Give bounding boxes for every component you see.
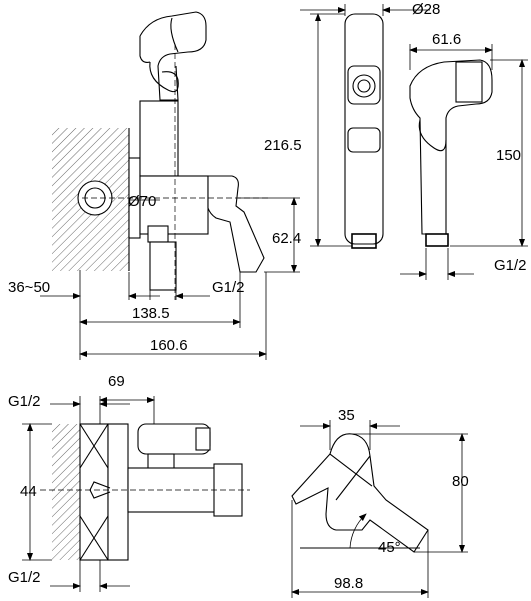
side-view <box>40 423 250 561</box>
label-d70: Ø70 <box>128 193 156 210</box>
label-62-4: 62.4 <box>272 230 301 247</box>
top-view <box>291 433 429 553</box>
dimension-labels: Ø28 61.6 216.5 150 Ø70 62.4 G1/2 36~50 G… <box>8 1 527 592</box>
holder-bracket <box>139 100 179 177</box>
label-80: 80 <box>452 473 469 490</box>
shower-front-view <box>409 59 493 247</box>
label-g12-front: G1/2 <box>212 279 245 296</box>
label-36-50: 36~50 <box>8 279 50 296</box>
label-69: 69 <box>108 373 125 390</box>
label-45-deg: 45° <box>378 539 401 556</box>
label-d28: Ø28 <box>412 1 440 18</box>
lever-handle <box>207 175 265 273</box>
label-g12-side-bottom: G1/2 <box>8 569 41 586</box>
label-44: 44 <box>20 483 37 500</box>
label-160-6: 160.6 <box>150 337 188 354</box>
label-g12-side-top: G1/2 <box>8 393 41 410</box>
label-35: 35 <box>338 407 355 424</box>
label-150: 150 <box>496 147 521 164</box>
label-98-8: 98.8 <box>334 575 363 592</box>
label-61-6: 61.6 <box>432 31 461 48</box>
hand-shower <box>139 11 207 101</box>
label-138-5: 138.5 <box>132 305 170 322</box>
outlet-nipple <box>147 225 169 243</box>
dimension-lines <box>22 4 528 598</box>
label-216-5: 216.5 <box>264 137 302 154</box>
label-g12-top-right: G1/2 <box>494 257 527 274</box>
shower-side-view <box>344 13 384 249</box>
front-view <box>52 11 270 300</box>
